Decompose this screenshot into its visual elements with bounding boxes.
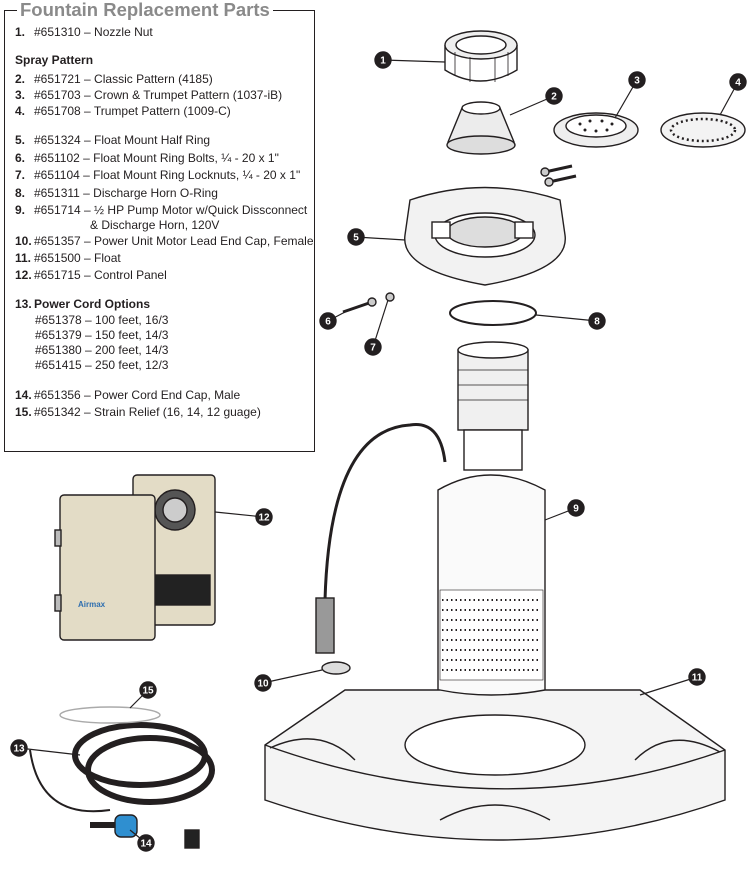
callout-marker [374,51,392,69]
callout-marker [10,739,28,757]
callout-number: 4 [735,78,741,89]
callout-marker [588,312,606,330]
callout-marker [688,668,706,686]
parts-legend: Fountain Replacement Parts 1.#651310 – N… [4,0,315,452]
callout-marker [545,87,563,105]
strain-relief [59,706,161,724]
float [264,689,726,841]
pump-motor [315,341,546,709]
callout-marker [139,681,157,699]
motor-lead-end-cap [321,661,351,675]
callout-marker [255,508,273,526]
callout-number: 14 [140,839,152,850]
cord-option: #651415 – 250 feet, 12/3 [35,358,169,372]
callout-number: 3 [634,76,640,87]
part-12: 12.#651715 – Control Panel [15,268,167,282]
crown-trumpet-pattern-nozzle [553,112,639,148]
callout-marker [729,73,747,91]
callout-marker [254,674,272,692]
ring-bolts [342,164,577,314]
part-7: 7.#651104 – Float Mount Ring Locknuts, ¼… [15,168,301,182]
part-9: 9.#651714 – ½ HP Pump Motor w/Quick Diss… [15,203,308,217]
part-15: 15.#651342 – Strain Relief (16, 14, 12 g… [15,405,261,419]
callout-marker [567,499,585,517]
callout-number: 10 [257,679,269,690]
part-1: 1.#651310 – Nozzle Nut [15,25,153,39]
callout-marker [319,312,337,330]
callout-number: 2 [551,92,557,103]
callout-number: 11 [692,673,703,684]
callout-number: 15 [142,686,154,697]
callout-number: 8 [594,317,600,328]
float-mount-half-ring [404,186,566,286]
classic-pattern-nozzle [446,101,516,155]
nozzle-nut [444,30,518,82]
discharge-horn-o-ring [449,300,537,326]
part-10: 10.#651357 – Power Unit Motor Lead End C… [15,234,314,248]
control-panel: Airmax [54,474,216,641]
power-cord [29,706,215,849]
part-13: 13.Power Cord Options [15,297,151,311]
part-2: 2.#651721 – Classic Pattern (4185) [15,72,213,86]
part-8: 8.#651311 – Discharge Horn O-Ring [15,186,218,200]
trumpet-pattern-nozzle [660,112,746,148]
part-6: 6.#651102 – Float Mount Ring Bolts, ¼ - … [15,151,279,165]
cord-option: #651380 – 200 feet, 14/3 [35,343,169,357]
cord-option: #651378 – 100 feet, 16/3 [35,313,169,327]
callout-marker [137,834,155,852]
callout-number: 1 [380,56,386,67]
part-9-cont: & Discharge Horn, 120V [90,218,220,232]
part-14: 14.#651356 – Power Cord End Cap, Male [15,388,241,402]
part-11: 11.#651500 – Float [15,251,121,265]
callout-number: 5 [353,233,359,244]
callout-marker [628,71,646,89]
page-title: Fountain Replacement Parts [17,0,273,20]
part-3: 3.#651703 – Crown & Trumpet Pattern (103… [15,88,283,102]
brand-label: Airmax [78,600,106,609]
callout-number: 7 [370,343,376,354]
section-spray-pattern: Spray Pattern [15,53,94,67]
part-4: 4.#651708 – Trumpet Pattern (1009-C) [15,104,231,118]
cord-option: #651379 – 150 feet, 14/3 [35,328,169,342]
callout-marker [364,338,382,356]
callout-number: 12 [258,513,270,524]
callout-number: 13 [13,744,25,755]
callout-marker [347,228,365,246]
callout-number: 6 [325,317,331,328]
callout-number: 9 [573,504,579,515]
part-5: 5.#651324 – Float Mount Half Ring [15,133,211,147]
